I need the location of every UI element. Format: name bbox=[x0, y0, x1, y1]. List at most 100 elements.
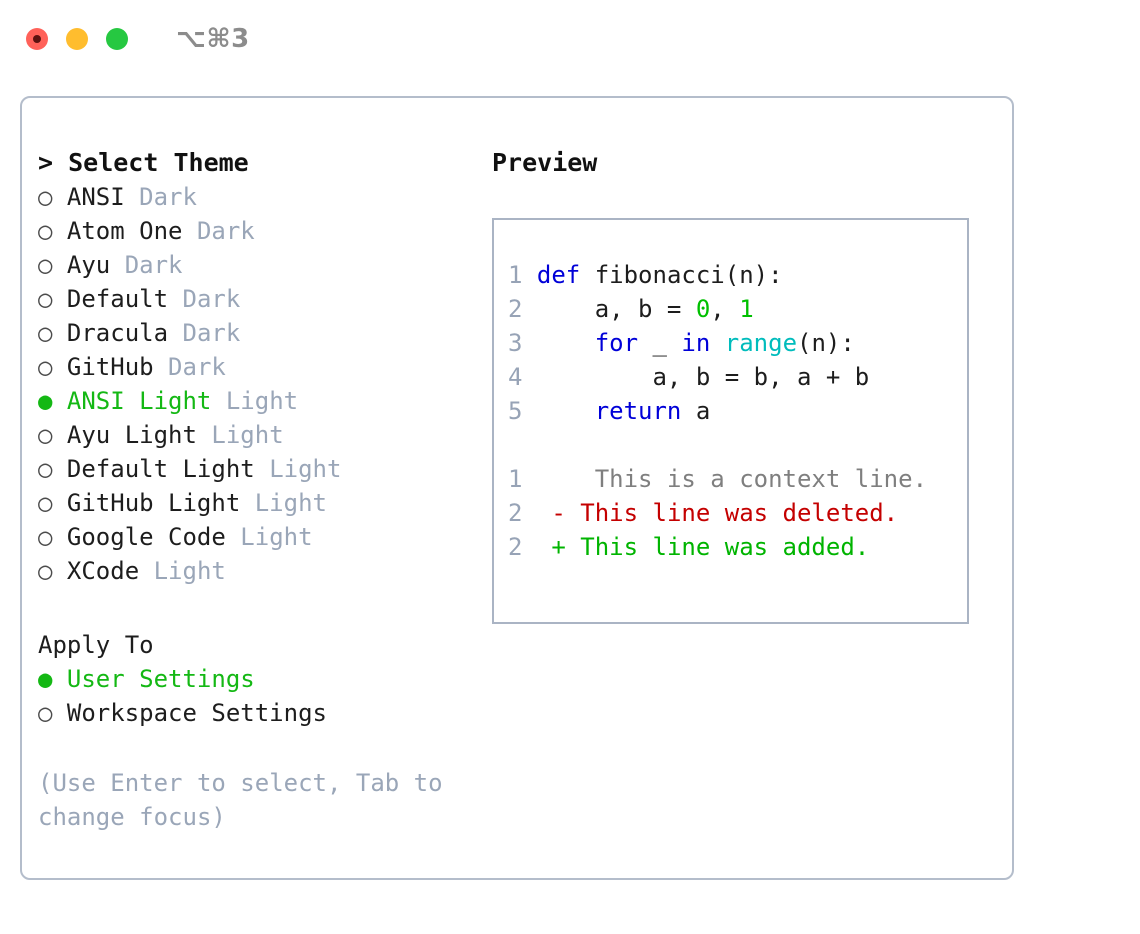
radio-unselected-icon: ○ bbox=[38, 183, 53, 211]
line-number: 1 bbox=[508, 261, 523, 289]
code-token-plain bbox=[537, 329, 595, 357]
code-token-kw: return bbox=[594, 397, 682, 425]
diff-sign: - bbox=[551, 499, 566, 527]
radio-unselected-icon: ○ bbox=[38, 557, 53, 585]
theme-option-ayu-light[interactable]: ○ Ayu Light Light bbox=[38, 418, 492, 452]
theme-option-variant-tag: Light bbox=[211, 421, 284, 449]
code-token-num: 1 bbox=[739, 295, 754, 323]
theme-option-variant-tag: Dark bbox=[196, 217, 255, 245]
radio-unselected-icon: ○ bbox=[38, 251, 53, 279]
diff-line-ctx: 1 This is a context line. bbox=[508, 462, 967, 496]
theme-option-variant-tag: Dark bbox=[168, 353, 226, 381]
theme-option-label: XCode bbox=[66, 557, 140, 585]
theme-option-default[interactable]: ○ Default Dark bbox=[38, 282, 492, 316]
theme-option-atom-one[interactable]: ○ Atom One Dark bbox=[38, 214, 492, 248]
preview-title: Preview bbox=[492, 148, 598, 177]
diff-text: This line was deleted. bbox=[565, 499, 899, 527]
radio-unselected-icon: ○ bbox=[38, 523, 53, 551]
theme-option-variant-tag: Dark bbox=[124, 251, 183, 279]
keyboard-hint-line-2: change focus) bbox=[38, 803, 226, 831]
main-card: > Select Theme ○ ANSI Dark○ Atom One Dar… bbox=[20, 96, 1014, 880]
code-line: 2 a, b = 0, 1 bbox=[508, 292, 967, 326]
theme-option-list[interactable]: ○ ANSI Dark○ Atom One Dark○ Ayu Dark○ De… bbox=[38, 180, 492, 588]
radio-unselected-icon: ○ bbox=[38, 217, 53, 245]
code-line: 1 def fibonacci(n): bbox=[508, 258, 967, 292]
code-token-plain: fibonacci(n): bbox=[580, 261, 783, 289]
close-button-icon[interactable] bbox=[26, 28, 48, 50]
code-token-plain: a, b = bbox=[536, 295, 696, 323]
minimize-button-icon[interactable] bbox=[66, 28, 88, 50]
code-token-plain: a, b = b, a + b bbox=[536, 363, 870, 391]
theme-option-default-light[interactable]: ○ Default Light Light bbox=[38, 452, 492, 486]
diff-line-add: 2 + This line was added. bbox=[508, 530, 967, 564]
theme-option-variant-tag: Light bbox=[269, 455, 342, 483]
apply-to-option-list[interactable]: ● User Settings○ Workspace Settings bbox=[38, 662, 492, 730]
theme-option-variant-tag: Dark bbox=[139, 183, 197, 211]
apply-to-option-label: Workspace Settings bbox=[66, 699, 327, 727]
theme-option-ansi-light[interactable]: ● ANSI Light Light bbox=[38, 384, 492, 418]
theme-option-variant-tag: Light bbox=[153, 557, 226, 585]
code-token-fn: range bbox=[724, 329, 798, 357]
theme-option-xcode[interactable]: ○ XCode Light bbox=[38, 554, 492, 588]
apply-to-option-user-settings[interactable]: ● User Settings bbox=[38, 662, 492, 696]
keyboard-hint-line-1: (Use Enter to select, Tab to bbox=[38, 769, 443, 797]
maximize-button-icon[interactable] bbox=[106, 28, 128, 50]
diff-text: This line was added. bbox=[565, 533, 870, 561]
radio-unselected-icon: ○ bbox=[38, 489, 53, 517]
code-token-plain: (n): bbox=[797, 329, 855, 357]
theme-option-label: Ayu Light bbox=[66, 421, 197, 449]
theme-option-dracula[interactable]: ○ Dracula Dark bbox=[38, 316, 492, 350]
code-token-plain: a bbox=[681, 397, 711, 425]
theme-option-ansi[interactable]: ○ ANSI Dark bbox=[38, 180, 492, 214]
window-controls bbox=[26, 28, 128, 50]
apply-to-option-label: User Settings bbox=[66, 665, 255, 693]
diff-sign: + bbox=[551, 533, 566, 561]
theme-selection-pane: > Select Theme ○ ANSI Dark○ Atom One Dar… bbox=[22, 98, 492, 878]
diff-sample: 1 This is a context line. 2 - This line w… bbox=[508, 462, 967, 564]
theme-option-label: Default Light bbox=[66, 455, 255, 483]
theme-option-label: Atom One bbox=[66, 217, 183, 245]
apply-to-heading-label: Apply To bbox=[38, 631, 154, 659]
apply-to-option-workspace-settings[interactable]: ○ Workspace Settings bbox=[38, 696, 492, 730]
line-number: 2 bbox=[508, 295, 523, 323]
theme-option-google-code[interactable]: ○ Google Code Light bbox=[38, 520, 492, 554]
theme-option-label: ANSI bbox=[66, 183, 125, 211]
code-diff-spacer bbox=[508, 428, 967, 462]
radio-unselected-icon: ○ bbox=[38, 353, 53, 381]
theme-option-variant-tag: Dark bbox=[182, 285, 241, 313]
code-token-plain bbox=[710, 329, 724, 357]
radio-unselected-icon: ○ bbox=[38, 319, 53, 347]
code-token-plain: , bbox=[710, 295, 740, 323]
theme-option-ayu[interactable]: ○ Ayu Dark bbox=[38, 248, 492, 282]
diff-sign bbox=[551, 465, 565, 493]
line-number: 1 bbox=[508, 465, 523, 493]
code-token-plain: _ bbox=[638, 329, 682, 357]
theme-option-github[interactable]: ○ GitHub Dark bbox=[38, 350, 492, 384]
radio-unselected-icon: ○ bbox=[38, 285, 53, 313]
keyboard-hint: (Use Enter to select, Tab to change focu… bbox=[38, 766, 458, 834]
radio-unselected-icon: ○ bbox=[38, 421, 53, 449]
line-number: 5 bbox=[508, 397, 523, 425]
code-line: 5 return a bbox=[508, 394, 967, 428]
theme-option-label: Ayu bbox=[66, 251, 111, 279]
theme-option-label: GitHub Light bbox=[66, 489, 241, 517]
theme-option-label: GitHub bbox=[66, 353, 154, 381]
select-theme-heading: > Select Theme bbox=[38, 148, 249, 177]
code-token-kw: def bbox=[536, 261, 581, 289]
code-token-kw: in bbox=[681, 329, 711, 357]
theme-option-label: ANSI Light bbox=[66, 387, 212, 415]
code-token-kw: for bbox=[594, 329, 639, 357]
theme-option-github-light[interactable]: ○ GitHub Light Light bbox=[38, 486, 492, 520]
code-line: 4 a, b = b, a + b bbox=[508, 360, 967, 394]
code-line: 3 for _ in range(n): bbox=[508, 326, 967, 360]
line-number: 4 bbox=[508, 363, 523, 391]
line-number: 3 bbox=[508, 329, 523, 357]
theme-option-label: Google Code bbox=[66, 523, 226, 551]
diff-text: This is a context line. bbox=[565, 465, 928, 493]
line-number: 2 bbox=[508, 533, 523, 561]
code-token-plain bbox=[537, 397, 595, 425]
radio-selected-icon: ● bbox=[38, 387, 53, 415]
radio-selected-icon: ● bbox=[38, 665, 53, 693]
